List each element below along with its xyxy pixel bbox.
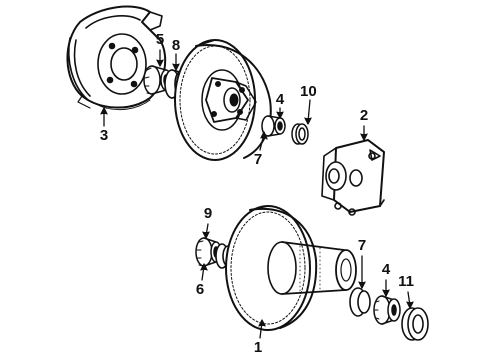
callout-11: 11 — [398, 273, 414, 290]
bearing-cup-part-7-lower — [349, 287, 371, 317]
upper-rotor-hub-assembly — [174, 39, 272, 161]
callout-5: 5 — [155, 31, 165, 48]
splash-shield-part — [66, 5, 167, 110]
callout-8: 8 — [171, 37, 181, 54]
callout-7-lower: 7 — [357, 237, 367, 254]
callout-2: 2 — [359, 107, 369, 124]
caliper-part-2 — [321, 139, 385, 216]
seal-part-11 — [401, 307, 429, 341]
callout-1: 1 — [253, 339, 263, 356]
callout-4-upper: 4 — [275, 91, 285, 108]
callout-7-upper: 7 — [253, 151, 263, 168]
seal-part-10 — [291, 123, 309, 145]
outer-bearing-part-4-upper — [261, 115, 286, 137]
rotor-part-1 — [225, 205, 357, 331]
callout-10: 10 — [300, 83, 317, 100]
callout-9: 9 — [203, 205, 213, 222]
outer-bearing-part-4-lower — [373, 295, 401, 325]
callout-4-lower: 4 — [381, 261, 391, 278]
callout-3: 3 — [99, 127, 109, 144]
callout-6: 6 — [195, 281, 205, 298]
leader-lines — [100, 49, 414, 339]
